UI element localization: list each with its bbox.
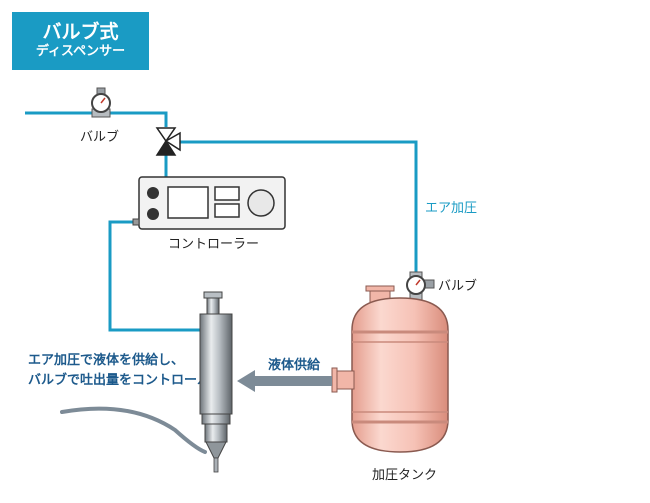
title-main: バルブ式 [42,21,119,43]
liquid-supply-arrow [237,370,332,392]
label-air-pressure: エア加圧 [425,201,477,216]
dispenser-valve [199,291,233,473]
pipe-controller-to-dispenser [108,220,200,332]
valve-top-gauge [91,87,111,118]
hose [60,406,207,454]
pressure-tank [331,285,449,453]
three-way-valve [155,127,181,156]
air-pipes [25,111,418,332]
description-line-2: バルブで吐出量をコントロール [28,372,210,388]
title-badge: バルブ式 ディスペンサー [12,12,149,70]
pipe-top [25,111,168,127]
controller-unit [132,176,286,230]
description-line-1: エア加圧で液体を供給し、 [28,352,184,368]
title-sub: ディスペンサー [35,44,126,59]
pipe-tank-to-valve [180,140,418,275]
label-valve-tank: バルブ [438,278,477,294]
label-tank: 加圧タンク [372,468,437,483]
label-valve-top: バルブ [80,129,119,145]
valve-tank-gauge [406,271,435,303]
label-liquid-supply: 液体供給 [268,357,321,373]
label-controller: コントローラー [168,237,259,252]
